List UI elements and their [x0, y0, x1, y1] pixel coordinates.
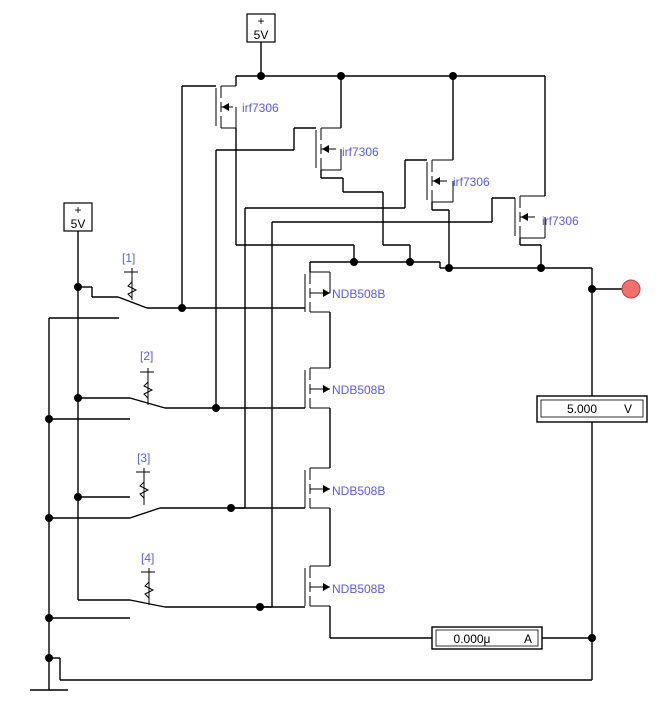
- nmos-4-label: NDB508B: [332, 582, 385, 596]
- supply-top-value: 5V: [254, 28, 269, 42]
- switch-4-label: [4]: [141, 551, 154, 565]
- pmos-drain-wiring: [235, 128, 622, 293]
- switch-2[interactable]: [2]: [49, 349, 305, 420]
- nmos-3-label: NDB508B: [332, 484, 385, 498]
- supply-top-plus: +: [257, 14, 264, 28]
- pmos-1: irf7306: [215, 85, 279, 129]
- nmos-4: NDB508B: [304, 565, 385, 607]
- nmos-3: NDB508B: [304, 467, 385, 509]
- switch-4[interactable]: [4]: [49, 551, 305, 619]
- ammeter-value: 0.000μ: [454, 632, 491, 646]
- ammeter-display: [435, 629, 539, 647]
- pmos-2: irf7306: [315, 127, 379, 171]
- ammeter-unit: A: [524, 632, 532, 646]
- supply-left-5v: + 5V: [63, 202, 93, 232]
- nmos-1-label: NDB508B: [332, 287, 385, 301]
- switch-3-label: [3]: [137, 451, 150, 465]
- pmos-4: irf7306: [514, 195, 579, 239]
- nmos-2: NDB508B: [304, 367, 385, 409]
- pmos-3: irf7306: [426, 159, 490, 203]
- nmos-1: NDB508B: [304, 271, 385, 313]
- voltmeter-unit: V: [624, 402, 632, 416]
- voltmeter-display: [540, 399, 644, 418]
- switch-1[interactable]: [1]: [78, 251, 305, 312]
- voltmeter-value: 5.000: [567, 402, 597, 416]
- ammeter: 0.000μ A: [431, 626, 543, 650]
- output-probe-icon[interactable]: [621, 279, 641, 299]
- supply-top-5v: + 5V: [246, 13, 276, 43]
- supply-left-plus: +: [74, 203, 81, 217]
- nmos-2-label: NDB508B: [332, 383, 385, 397]
- switch-2-label: [2]: [140, 349, 153, 363]
- pmos-2-label: irf7306: [342, 145, 379, 159]
- pmos-gate-wiring: [181, 85, 515, 608]
- voltmeter: 5.000 V: [536, 395, 648, 423]
- pmos-4-label: irf7306: [542, 214, 579, 228]
- pmos-1-label: irf7306: [242, 101, 279, 115]
- supply-left-value: 5V: [71, 217, 86, 231]
- switch-1-label: [1]: [122, 251, 135, 265]
- vdd-rail: [235, 42, 546, 196]
- switch-3[interactable]: [3]: [49, 451, 305, 519]
- pmos-3-label: irf7306: [453, 175, 490, 189]
